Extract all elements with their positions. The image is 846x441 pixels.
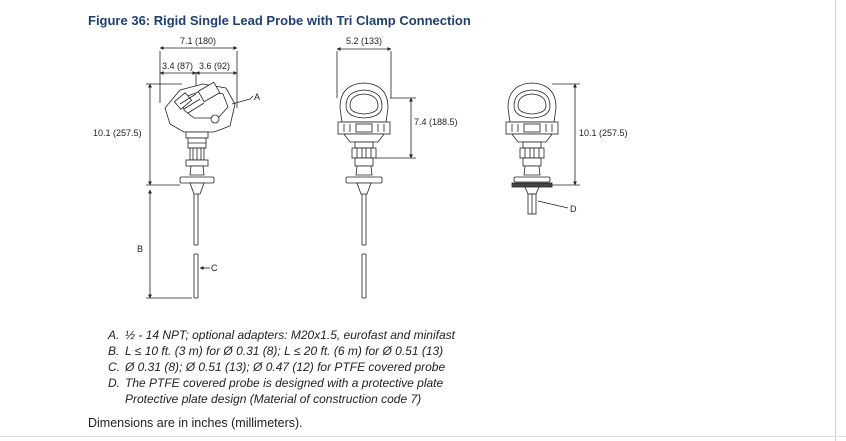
figure-title: Figure 36: Rigid Single Lead Probe with …	[88, 13, 471, 28]
housing-front	[337, 82, 391, 143]
right-width-label: 3.6 (92)	[199, 61, 230, 71]
overall-width-label: 7.1 (180)	[180, 36, 216, 46]
front-view	[336, 47, 416, 299]
right-view-height-label: 10.1 (257.5)	[579, 128, 628, 138]
callout-d-label: D	[570, 204, 577, 214]
front-height-label: 7.4 (188.5)	[414, 117, 458, 127]
note-item: C.Ø 0.31 (8); Ø 0.51 (13); Ø 0.47 (12) f…	[108, 360, 446, 374]
page-right-border	[835, 0, 836, 441]
note-item-continuation: Protective plate design (Material of con…	[125, 392, 422, 406]
housing-ptfe	[505, 82, 559, 143]
side-view	[146, 46, 254, 299]
housing-tilted	[164, 81, 254, 133]
note-item: A.½ - 14 NPT; optional adapters: M20x1.5…	[108, 328, 455, 342]
front-width-label: 5.2 (133)	[346, 36, 382, 46]
ptfe-view	[505, 82, 580, 215]
page-bottom-border	[0, 436, 846, 437]
note-item: D.The PTFE covered probe is designed wit…	[108, 376, 444, 390]
callout-b-label: B	[137, 244, 143, 254]
side-height-label: 10.1 (257.5)	[93, 128, 142, 138]
callout-a-label: A	[254, 92, 260, 102]
note-item: B.L ≤ 10 ft. (3 m) for Ø 0.31 (8); L ≤ 2…	[108, 344, 444, 358]
notes-list: A.½ - 14 NPT; optional adapters: M20x1.5…	[108, 327, 455, 407]
dimensions-footnote: Dimensions are in inches (millimeters).	[88, 416, 303, 430]
callout-c-label: C	[211, 263, 218, 273]
left-width-label: 3.4 (87)	[162, 61, 193, 71]
